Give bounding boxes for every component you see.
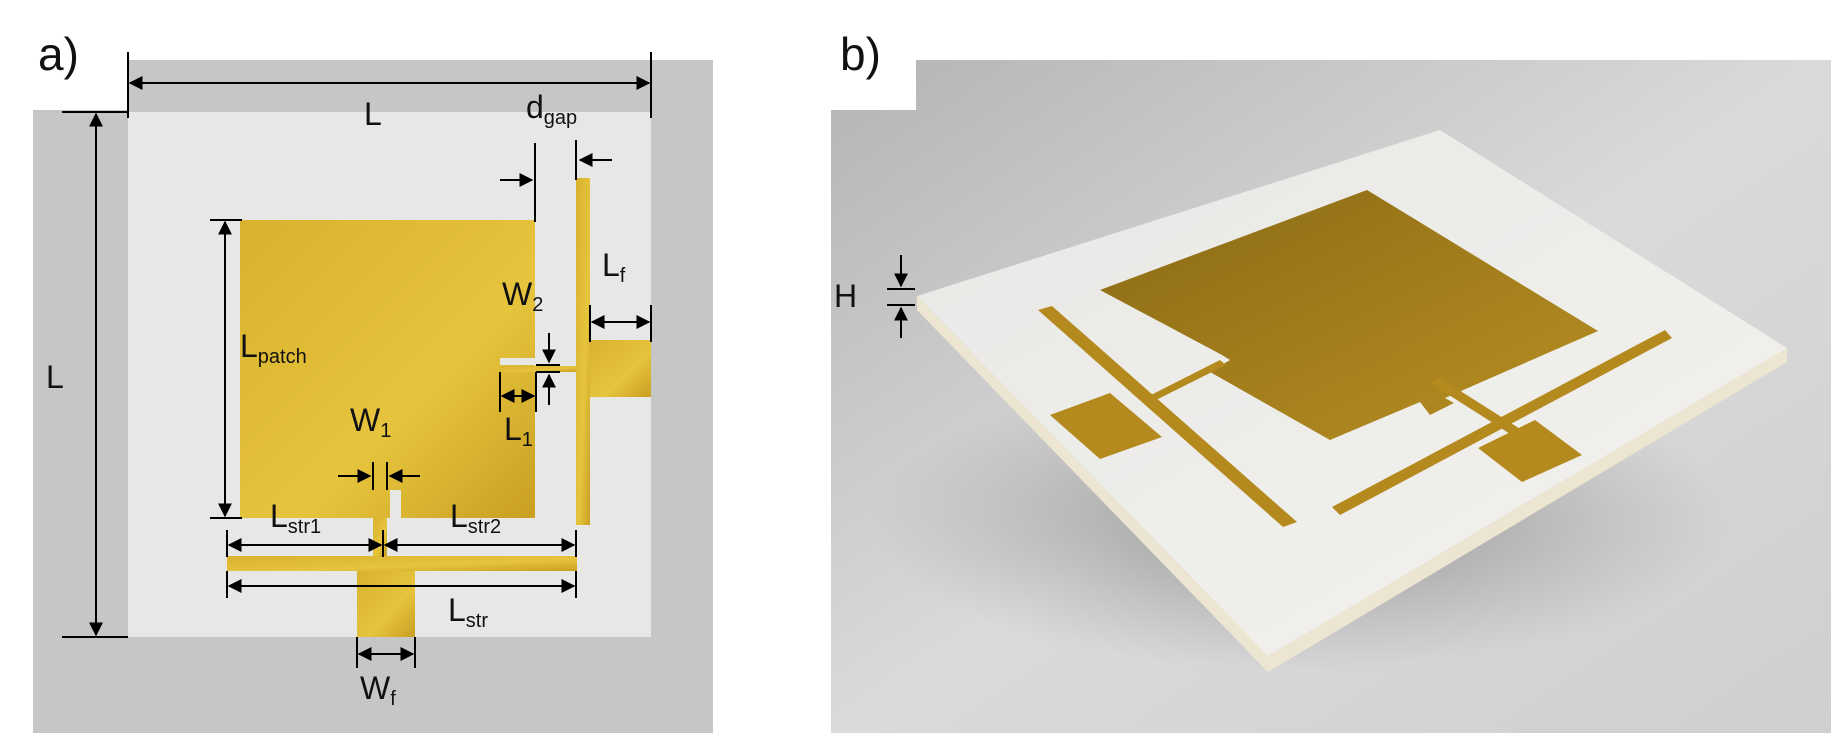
bottom-strip — [227, 556, 577, 571]
label-h: H — [834, 278, 857, 314]
right-strip — [576, 178, 590, 525]
label-w-1: W1 — [350, 402, 391, 442]
right-coupling-3d — [1430, 378, 1525, 437]
panel-b-label-box — [831, 60, 916, 110]
dim-l-f — [589, 305, 652, 342]
dim-w-f — [356, 637, 416, 668]
label-l-patch: Lpatch — [240, 328, 307, 368]
dim-l-str1-l-str2 — [226, 530, 577, 557]
right-feed-3d — [1478, 420, 1582, 482]
label-w-2: W2 — [502, 276, 543, 316]
panel-a-label-box — [33, 60, 128, 110]
left-coupling-3d — [1145, 360, 1226, 403]
dim-l-left — [62, 111, 128, 638]
dim-h — [887, 255, 915, 338]
panel-b-label: b) — [840, 28, 881, 80]
dim-d-gap — [500, 140, 612, 222]
label-l-str2: Lstr2 — [450, 498, 501, 538]
dim-w-1 — [338, 462, 420, 490]
label-w-f: Wf — [360, 670, 396, 710]
label-d-gap: dgap — [526, 89, 577, 129]
panel-b: b) H — [831, 28, 1831, 733]
substrate-edge — [917, 296, 1787, 672]
label-l-f: Lf — [602, 247, 626, 287]
patch-feed-stub — [373, 518, 387, 556]
radiating-patch — [240, 220, 535, 518]
label-l-left: L — [46, 359, 64, 395]
label-l-1: L1 — [504, 411, 533, 451]
dim-l-str — [226, 571, 577, 598]
patch-notch-w2 — [500, 358, 536, 365]
left-feed-3d — [1050, 393, 1162, 459]
dim-l-patch — [210, 219, 242, 519]
label-l-top: L — [364, 96, 382, 132]
panel-a: a) L L — [33, 28, 713, 733]
left-strip-3d — [1038, 306, 1297, 527]
dim-w-2 — [536, 333, 560, 405]
label-l-str: Lstr — [448, 592, 488, 632]
radiating-patch-3d — [1100, 190, 1598, 440]
dim-l-top — [127, 52, 652, 118]
dim-l-1 — [499, 372, 537, 412]
bottom-feed-line — [357, 571, 415, 637]
label-l-str1: Lstr1 — [270, 498, 321, 538]
coupling-line — [500, 366, 576, 372]
right-feed-line — [590, 340, 651, 397]
panel-a-label: a) — [38, 28, 79, 80]
